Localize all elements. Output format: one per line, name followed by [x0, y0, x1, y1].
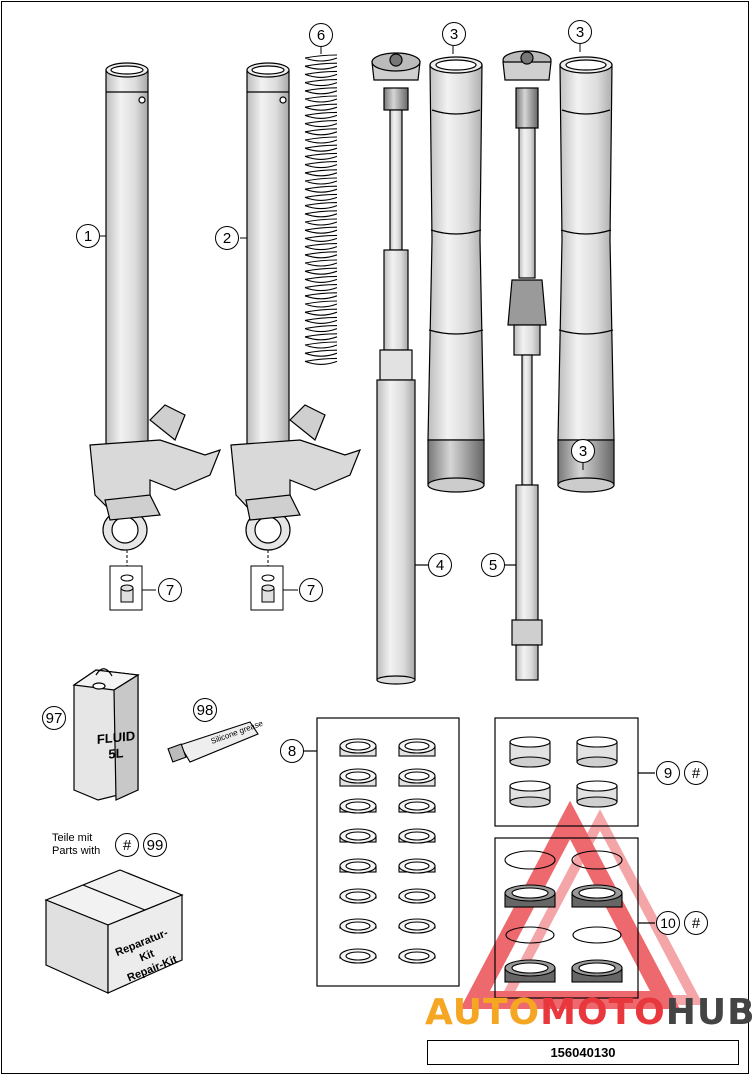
note-text: Teile mit Parts with	[52, 832, 100, 858]
kit-8-ring-hole	[404, 951, 430, 961]
kit-8-ring-hole	[404, 861, 430, 871]
watermark-text: AUTOMOTOHUB	[425, 992, 752, 1033]
callout-99-hash[interactable]: #	[115, 833, 139, 857]
kit-8-ring-hole	[404, 921, 430, 931]
fork-protector-left	[427, 56, 485, 493]
kit-9-bushings	[509, 736, 618, 808]
callout-98[interactable]: 98	[193, 698, 217, 722]
fluid-can	[72, 668, 140, 801]
kit-8-ring-hole	[404, 891, 430, 901]
part-number-box: 156040130	[427, 1040, 739, 1065]
kit-8-ring-hole	[404, 771, 430, 781]
watermark-part-2: MOTO	[540, 992, 666, 1033]
screw-set-left	[109, 550, 156, 611]
damper-cartridge-left	[371, 52, 428, 685]
callout-8[interactable]: 8	[280, 739, 304, 763]
kit-9-box	[494, 717, 655, 827]
callout-5[interactable]: 5	[481, 553, 505, 577]
leader-lines	[100, 44, 584, 470]
kit-8-ring-hole	[345, 771, 371, 781]
callout-3-lower[interactable]: 3	[571, 439, 595, 463]
callout-10-hash[interactable]: #	[684, 911, 708, 935]
repair-kit-box	[44, 869, 184, 994]
callout-2[interactable]: 2	[215, 226, 239, 250]
note-line-1: Teile mit	[52, 832, 93, 844]
callout-4[interactable]: 4	[428, 553, 452, 577]
outer-tube-right	[230, 62, 362, 551]
kit-8-ring-hole	[345, 951, 371, 961]
kit-8-ring-hole	[345, 831, 371, 841]
callout-9-hash[interactable]: #	[684, 761, 708, 785]
callout-99[interactable]: 99	[143, 833, 167, 857]
callout-10[interactable]: 10	[656, 911, 680, 935]
callout-3-left[interactable]: 3	[442, 22, 466, 46]
kit-8-ring-hole	[345, 891, 371, 901]
callout-6[interactable]: 6	[309, 23, 333, 47]
watermark-part-1: AUTO	[425, 992, 541, 1033]
kit-8-rings	[339, 738, 436, 964]
kit-8-ring-hole	[345, 741, 371, 751]
callout-9[interactable]: 9	[656, 761, 680, 785]
callout-7-right[interactable]: 7	[299, 578, 323, 602]
fluid-can-label: FLUID 5L	[96, 728, 136, 764]
callout-1[interactable]: 1	[76, 224, 100, 248]
fork-spring	[304, 54, 338, 365]
kit-8-ring-hole	[404, 801, 430, 811]
callout-97[interactable]: 97	[42, 706, 66, 730]
kit-8-ring-hole	[404, 741, 430, 751]
kit-8-box	[303, 717, 460, 987]
kit-10-seals	[504, 850, 623, 983]
kit-8-ring-hole	[345, 921, 371, 931]
kit-8-ring-hole	[345, 861, 371, 871]
kit-10-box	[494, 837, 655, 999]
fork-protector-right	[557, 56, 615, 493]
grease-tube: Silicone grease	[167, 719, 265, 763]
damper-cartridge-right	[502, 50, 552, 681]
callout-3-right[interactable]: 3	[568, 20, 592, 44]
callout-7-left[interactable]: 7	[158, 578, 182, 602]
screw-set-right	[250, 550, 298, 611]
kit-8-ring-hole	[345, 801, 371, 811]
watermark-part-3: HUB	[665, 992, 752, 1033]
watermark-logo	[460, 800, 704, 1009]
note-line-2: Parts with	[52, 845, 101, 857]
outer-tube-left	[89, 62, 222, 551]
kit-8-ring-hole	[404, 831, 430, 841]
